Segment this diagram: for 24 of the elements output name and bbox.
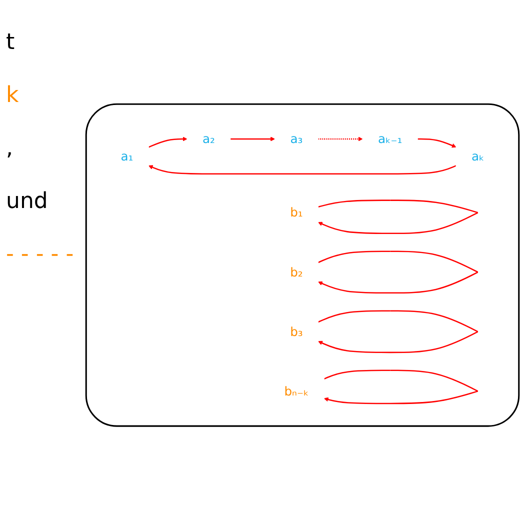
node-text: aₖ₋₁: [378, 132, 402, 147]
node-text: a₁: [120, 150, 134, 164]
arrow: [418, 138, 456, 148]
node-text: a₃: [290, 132, 303, 147]
note-text: k: [6, 83, 20, 108]
arrow: [318, 310, 478, 354]
node-text: bₙ₋ₖ: [284, 384, 309, 399]
arrow: [148, 137, 188, 148]
note-text: t: [6, 30, 16, 55]
arrow: [318, 137, 363, 142]
arrow: [324, 370, 478, 405]
arrow: [318, 200, 478, 234]
arrow: [148, 166, 456, 175]
node-text: aₖ: [471, 150, 484, 164]
note-text: und: [6, 189, 49, 214]
cluster: [85, 104, 520, 428]
arrow: [230, 137, 276, 142]
note-text: - - - - -: [6, 242, 75, 267]
arrow: [318, 251, 478, 294]
node-text: b₃: [290, 324, 303, 340]
node-text: b₁: [290, 206, 303, 220]
node-text: a₂: [202, 132, 215, 147]
note-text: ,: [6, 136, 14, 161]
node-text: b₂: [290, 265, 303, 280]
